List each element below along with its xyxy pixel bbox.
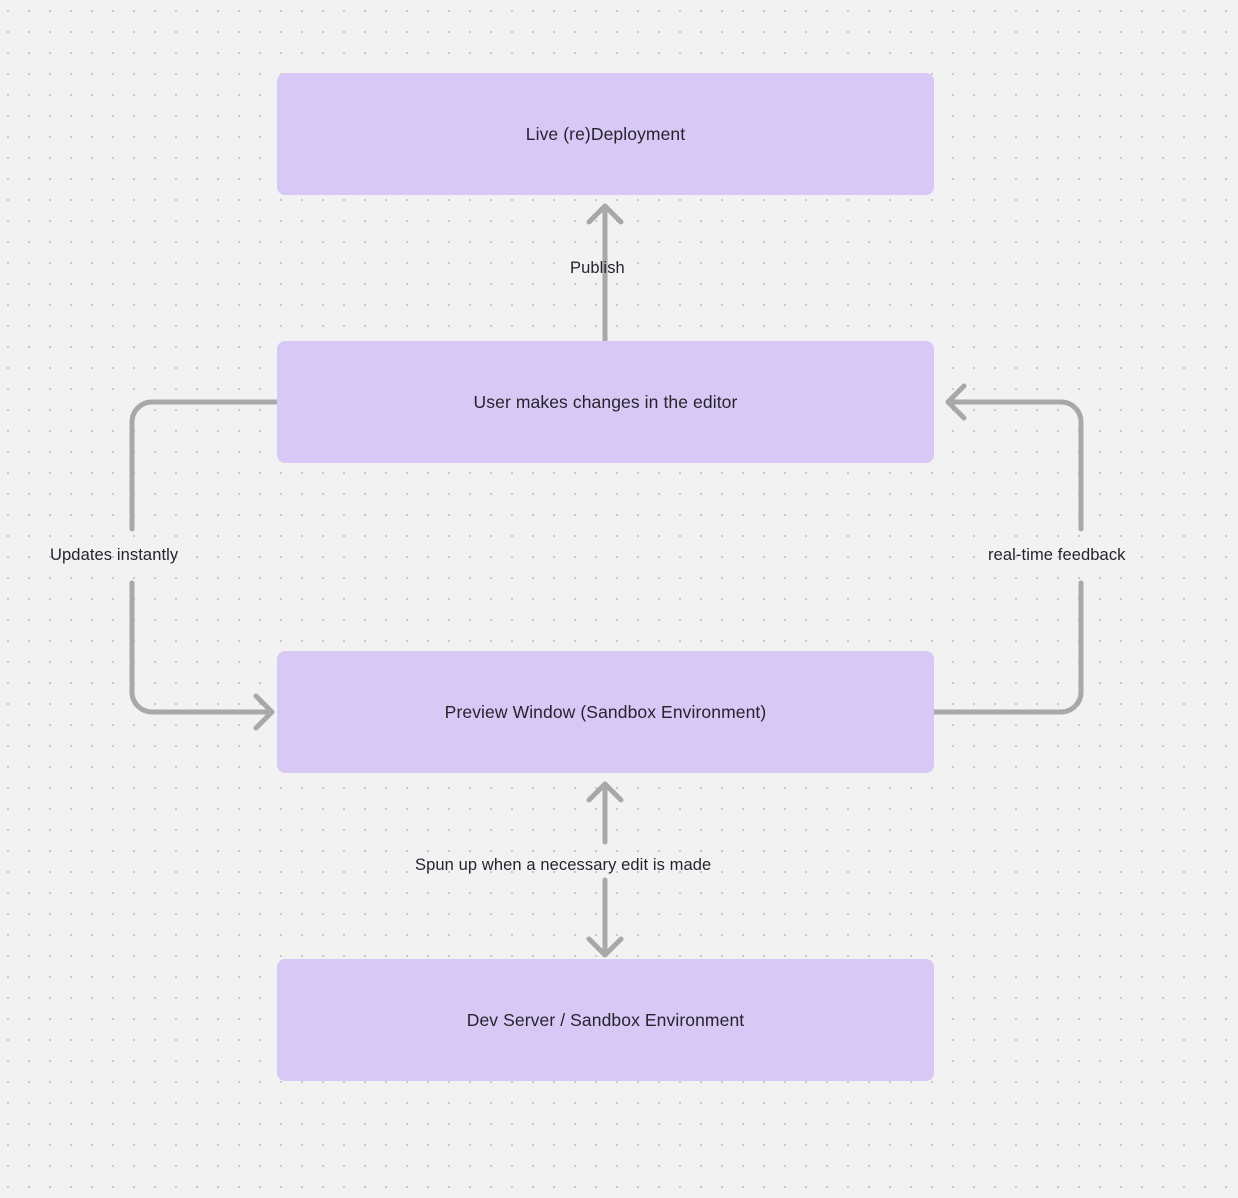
node-user-makes-changes[interactable]: User makes changes in the editor <box>277 341 934 463</box>
edge-label-publish: Publish <box>570 259 625 277</box>
edge-label-updates-instantly: Updates instantly <box>50 546 179 564</box>
edge-label-real-time-feedback: real-time feedback <box>988 546 1126 564</box>
node-label: Live (re)Deployment <box>525 123 686 144</box>
edge-label-spun-up: Spun up when a necessary edit is made <box>415 856 712 874</box>
node-label: Dev Server / Sandbox Environment <box>466 1009 745 1030</box>
node-label: Preview Window (Sandbox Environment) <box>444 701 767 722</box>
node-label: User makes changes in the editor <box>473 391 738 412</box>
node-live-redeployment[interactable]: Live (re)Deployment <box>277 73 934 195</box>
edge-updates-instantly <box>129 399 280 731</box>
node-preview-window[interactable]: Preview Window (Sandbox Environment) <box>277 651 934 773</box>
node-dev-server[interactable]: Dev Server / Sandbox Environment <box>277 959 934 1081</box>
